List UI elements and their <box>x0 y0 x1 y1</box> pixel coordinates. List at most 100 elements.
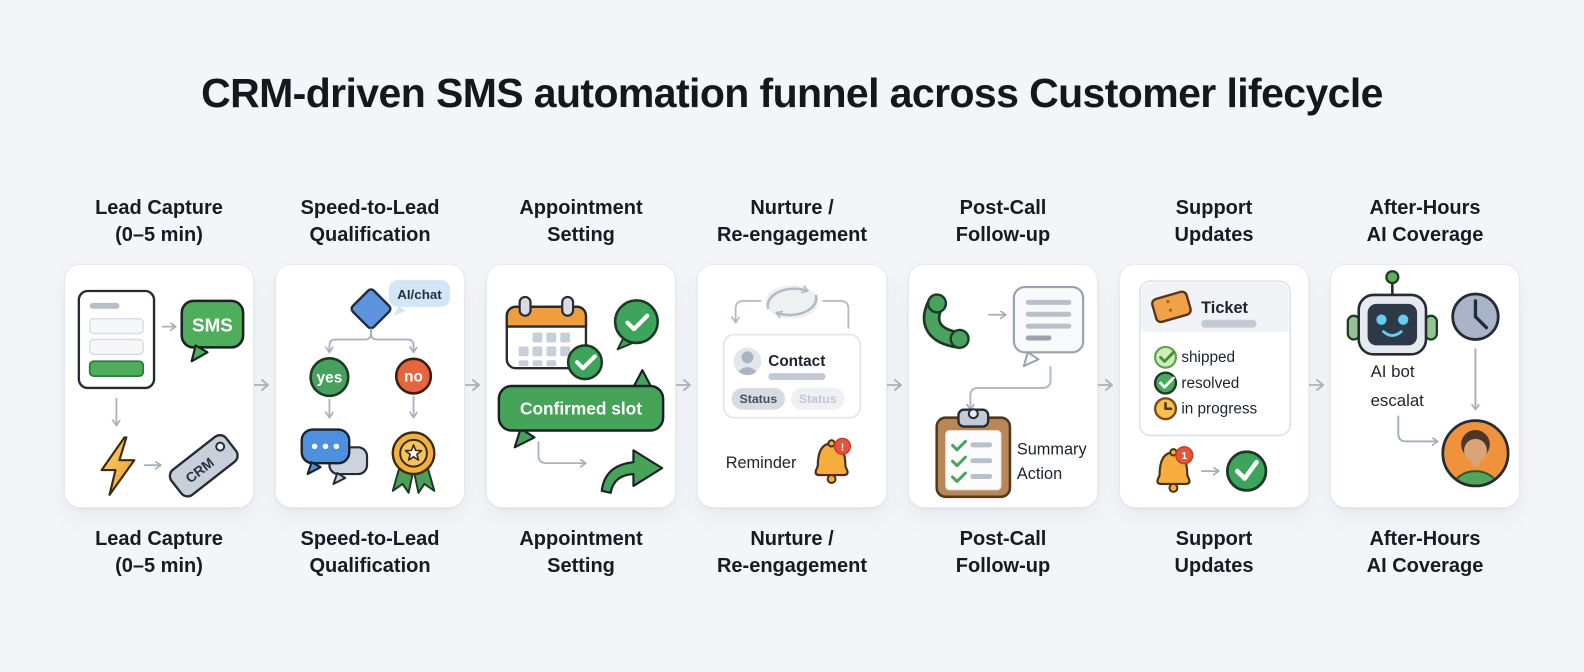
stage-label-bottom: Support Updates <box>1174 528 1254 577</box>
card-qualification: AI/chat yes no <box>275 264 465 508</box>
calendar-check-icon <box>566 344 604 381</box>
stage-connector <box>676 179 697 580</box>
stage-support: Support Updates Ticket <box>1119 179 1309 580</box>
stage-label-top: After-Hours AI Coverage <box>1366 197 1484 246</box>
notification-badge <box>1175 446 1194 465</box>
right-arrow-icon <box>465 379 480 391</box>
status-resolved: resolved <box>1153 371 1239 395</box>
stage-connector <box>1098 179 1119 580</box>
ticket-panel: Ticket shipped resolved <box>1138 280 1291 437</box>
qualification-illustration: AI/chat yes no <box>300 280 451 494</box>
svg-text:!: ! <box>841 442 844 453</box>
phone-icon <box>922 293 970 349</box>
stage-label-bottom: After-Hours AI Coverage <box>1366 528 1484 577</box>
message-lines-icon <box>1012 285 1085 368</box>
sms-bubble-icon: SMS <box>180 299 245 363</box>
clock-icon <box>1451 292 1500 341</box>
stage-post-call: Post-Call Follow-up <box>908 179 1098 580</box>
escalate-label: escalat <box>1371 391 1425 410</box>
page-title: CRM-driven SMS automation funnel across … <box>201 70 1383 116</box>
stage-label-top: Appointment Setting <box>519 197 643 246</box>
forward-arrow-icon <box>600 449 664 494</box>
right-arrow-icon <box>887 379 902 391</box>
arrow-to-forward <box>537 441 585 463</box>
stage-label-bottom: Speed-to-Lead Qualification <box>300 528 440 577</box>
card-post-call: Summary Action <box>908 264 1098 508</box>
summary-label: Summary <box>1017 440 1088 458</box>
reminder-label: Reminder <box>726 454 797 472</box>
contact-card: Contact Status Status <box>722 333 862 419</box>
clipboard-icon <box>935 408 1012 499</box>
card-lead-capture: SMS CRM <box>64 264 254 508</box>
arrow-message-to-clipboard <box>970 366 1052 410</box>
person-icon <box>1441 419 1510 488</box>
confirmed-slot-label: Confirmed slot <box>520 399 642 419</box>
yes-label: yes <box>317 370 343 387</box>
stage-connector <box>465 179 486 580</box>
bell-icon: ! <box>814 437 852 484</box>
stage-appointment: Appointment Setting <box>486 179 676 580</box>
stage-label-top: Speed-to-Lead Qualification <box>300 197 440 246</box>
status-pill-inactive <box>791 387 845 410</box>
chat-bubbles-icon <box>300 428 369 485</box>
stage-qualification: Speed-to-Lead Qualification AI/chat <box>275 179 465 580</box>
stage-connector <box>887 179 908 580</box>
stage-label-bottom: Post-Call Follow-up <box>955 528 1051 577</box>
funnel-row: Lead Capture (0–5 min) <box>0 179 1584 580</box>
stage-label-top: Support Updates <box>1174 197 1254 246</box>
status-shipped: shipped <box>1154 345 1235 369</box>
no-label: no <box>404 369 423 386</box>
svg-text:shipped: shipped <box>1181 349 1235 366</box>
arrow-escalate-to-person <box>1397 415 1438 442</box>
calendar-icon <box>505 295 588 370</box>
ai-chat-label: AI/chat <box>397 287 442 302</box>
post-call-illustration: Summary Action <box>922 285 1088 499</box>
lead-capture-illustration: SMS CRM <box>77 289 245 498</box>
svg-text:1: 1 <box>1181 451 1187 462</box>
stage-after-hours: After-Hours AI Coverage <box>1330 179 1520 580</box>
stage-lead-capture: Lead Capture (0–5 min) <box>64 179 254 580</box>
branch-left <box>329 328 372 353</box>
confirmed-slot-bubble: Confirmed slot <box>497 369 665 449</box>
stage-label-bottom: Appointment Setting <box>519 528 643 577</box>
ticket-icon <box>1151 290 1192 324</box>
done-check-icon <box>1225 450 1268 492</box>
stage-label-top: Lead Capture (0–5 min) <box>95 197 223 246</box>
right-arrow-icon <box>676 379 691 391</box>
stage-label-bottom: Nurture / Re-engagement <box>716 528 868 577</box>
svg-text:Status: Status <box>739 392 777 406</box>
crm-tag-icon: CRM <box>168 433 239 498</box>
award-badge-icon <box>391 431 436 494</box>
svg-text:in progress: in progress <box>1181 401 1257 418</box>
after-hours-illustration: AI bot escalat <box>1346 270 1510 488</box>
stage-connector <box>254 179 275 580</box>
check-bubble-icon <box>613 299 659 351</box>
svg-text:resolved: resolved <box>1181 375 1239 392</box>
notification-dot <box>833 437 852 455</box>
right-arrow-icon <box>1309 379 1324 391</box>
no-node: no <box>394 357 433 395</box>
ticket-label: Ticket <box>1201 299 1248 317</box>
action-label: Action <box>1017 465 1062 483</box>
right-arrow-icon <box>254 379 269 391</box>
status-pill-active <box>731 387 786 410</box>
card-support: Ticket shipped resolved <box>1119 264 1309 508</box>
yes-node: yes <box>309 356 350 398</box>
branch-right <box>370 328 414 353</box>
stage-nurture: Nurture / Re-engagement <box>697 179 887 580</box>
card-nurture: Contact Status Status Reminder ! <box>697 264 887 508</box>
bell-icon: 1 <box>1156 446 1194 493</box>
support-illustration: Ticket shipped resolved <box>1138 280 1291 493</box>
ai-bot-label: AI bot <box>1371 362 1415 381</box>
svg-text:Status: Status <box>799 392 837 406</box>
stage-connector <box>1309 179 1330 580</box>
decision-diamond-icon <box>350 288 392 330</box>
card-after-hours: AI bot escalat <box>1330 264 1520 508</box>
stage-label-top: Post-Call Follow-up <box>955 197 1051 246</box>
appointment-illustration: Confirmed slot <box>497 295 665 494</box>
contact-label: Contact <box>768 353 825 370</box>
form-icon <box>77 289 156 390</box>
loop-left-arm <box>736 300 762 323</box>
robot-icon <box>1346 270 1439 356</box>
ai-chat-bubble: AI/chat <box>388 280 451 316</box>
